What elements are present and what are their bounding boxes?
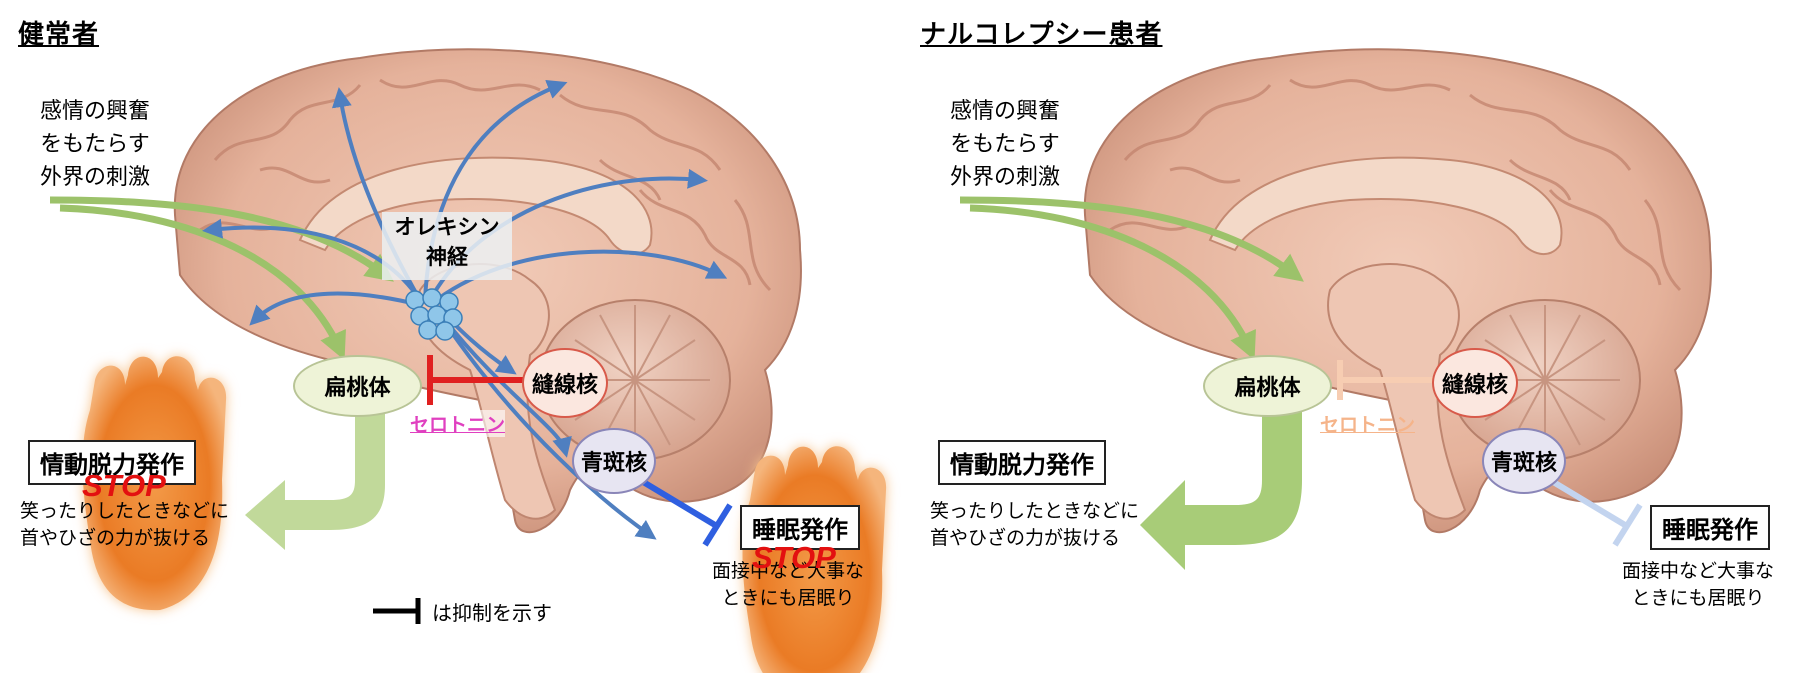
right-raphe-label: 縫線核 [1441, 373, 1508, 398]
right-locus-label: 青斑核 [1490, 451, 1557, 476]
right-brain [1083, 48, 1712, 534]
right-faded-serotonin-line [1337, 360, 1440, 400]
left-serotonin-label: セロトニン [410, 410, 506, 437]
right-locus-node: 青斑核 [1482, 428, 1566, 494]
left-sleep-inhibition [638, 477, 733, 547]
left-sleep-desc-line-2: ときにも居眠り [721, 587, 855, 609]
left-sleep-desc: 面接中など大事な ときにも居眠り [712, 558, 864, 612]
right-cataplexy-box: 情動脱力発作 [938, 440, 1106, 485]
right-panel-title: ナルコレプシー患者 [920, 20, 1163, 50]
left-sleep-desc-line-1: 面接中など大事な [712, 560, 865, 582]
right-amygdala-label: 扁桃体 [1234, 376, 1301, 401]
left-cataplexy-desc-line-1: 笑ったりしたときなどに [20, 500, 230, 522]
right-stimulus-line-3: 外界の刺激 [949, 165, 1060, 190]
left-cataplexy-desc-line-2: 首やひざの力が抜ける [20, 527, 211, 549]
left-stimulus-line-3: 外界の刺激 [39, 165, 150, 190]
left-locus-label: 青斑核 [580, 451, 647, 476]
legend-inhibit-symbol [373, 598, 421, 624]
left-stimulus-line-2: をもたらす [40, 132, 150, 157]
right-cataplexy-desc: 笑ったりしたときなどに 首やひざの力が抜ける [930, 498, 1139, 552]
left-panel-title: 健常者 [18, 20, 100, 50]
right-cataplexy-desc-line-1: 笑ったりしたときなどに [930, 500, 1140, 522]
left-amygdala-label: 扁桃体 [324, 376, 391, 401]
left-stimulus-arrows [49, 196, 394, 361]
orexin-label-line-1: オレキシン [394, 215, 500, 239]
right-stop-hand [742, 446, 887, 673]
right-faded-sleep-inhibition [1548, 477, 1643, 547]
right-stimulus-line-1: 感情の興奮 [949, 99, 1060, 124]
right-sleep-desc: 面接中など大事な ときにも居眠り [1622, 558, 1774, 612]
left-cataplexy-arrow [245, 410, 385, 550]
right-stimulus-text: 感情の興奮 をもたらす 外界の刺激 [930, 95, 1080, 194]
right-stimulus-line-2: をもたらす [950, 132, 1060, 157]
right-sleep-desc-line-1: 面接中など大事な [1622, 560, 1775, 582]
left-raphe-label: 縫線核 [531, 373, 598, 398]
right-serotonin-label: セロトニン [1320, 414, 1416, 436]
left-raphe-node: 縫線核 [522, 348, 608, 418]
orexin-label-line-2: 神経 [426, 245, 468, 269]
right-raphe-node: 縫線核 [1432, 348, 1518, 418]
left-serotonin-inhibition [427, 355, 530, 405]
right-stimulus-arrows [959, 196, 1304, 361]
right-amygdala-node: 扁桃体 [1203, 355, 1332, 417]
left-cataplexy-desc: 笑ったりしたときなどに 首やひざの力が抜ける [20, 498, 229, 552]
left-cataplexy-box: 情動脱力発作 [28, 440, 196, 485]
left-brain [173, 48, 802, 534]
left-stop-text-2: STOP [752, 540, 836, 575]
right-cataplexy-arrow [1140, 410, 1302, 570]
right-sleep-box: 睡眠発作 [1650, 505, 1770, 550]
left-sleep-box: 睡眠発作 [740, 505, 860, 550]
left-stimulus-text: 感情の興奮 をもたらす 外界の刺激 [20, 95, 170, 194]
left-stop-text-1: STOP [82, 468, 166, 503]
left-stimulus-line-1: 感情の興奮 [39, 99, 150, 124]
right-sleep-desc-line-2: ときにも居眠り [1631, 587, 1765, 609]
right-cataplexy-desc-line-2: 首やひざの力が抜ける [930, 527, 1121, 549]
legend-text: は抑制を示す [432, 601, 552, 625]
orexin-neuron-cluster [405, 288, 463, 341]
left-locus-node: 青斑核 [572, 428, 656, 494]
left-amygdala-node: 扁桃体 [293, 355, 422, 417]
orexin-neuron-label: オレキシン 神経 [382, 212, 512, 280]
